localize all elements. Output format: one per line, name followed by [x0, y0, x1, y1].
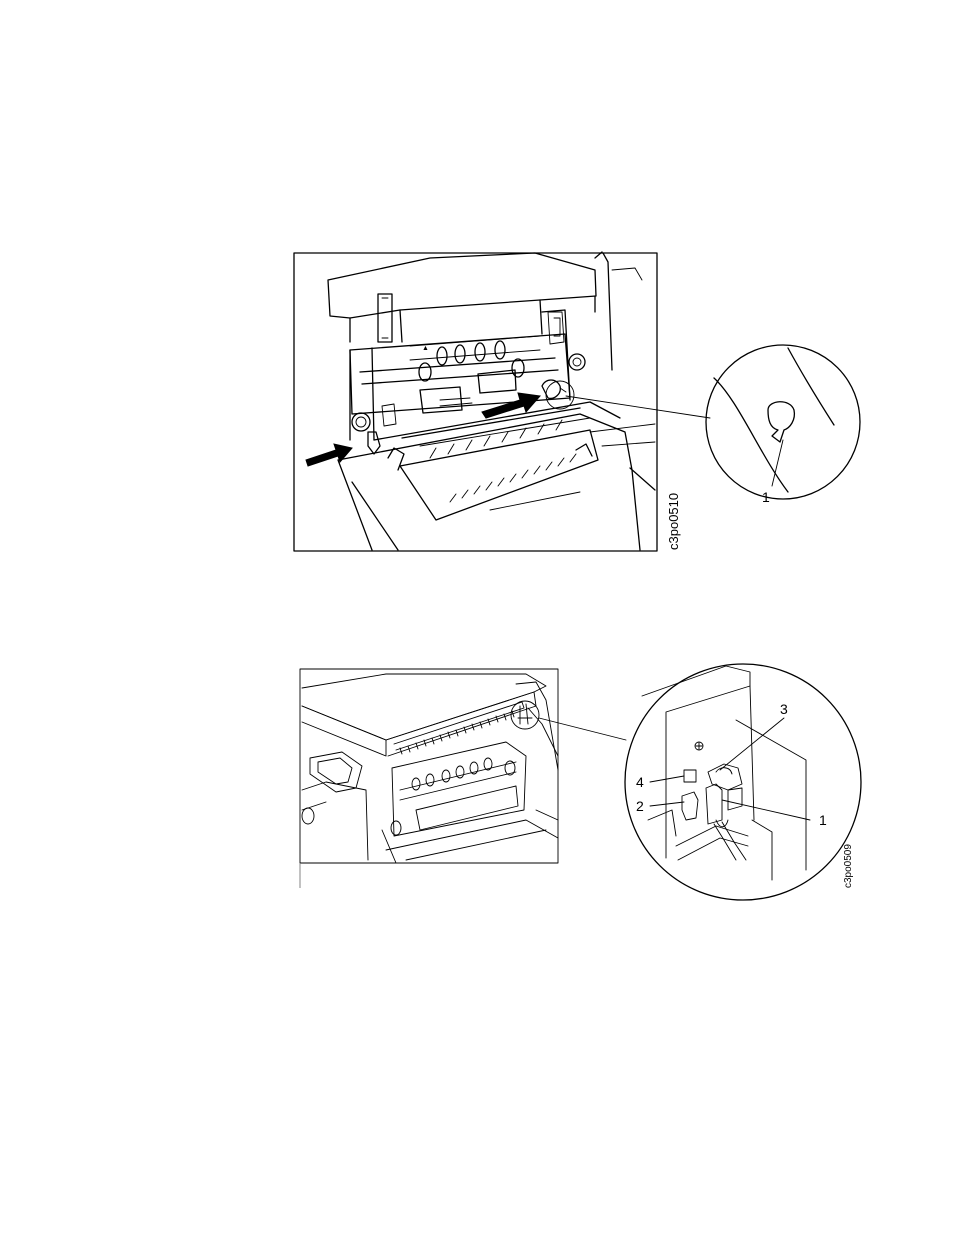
push-arrow-left [306, 444, 352, 466]
connector-part-4 [684, 770, 696, 782]
callout-label-1: 1 [762, 489, 770, 505]
pivot-latch [542, 380, 560, 398]
figure-c3po0510: ▲ [290, 250, 870, 570]
figure2-frame [300, 669, 558, 863]
figure1-id-label: c3po0510 [666, 493, 681, 550]
callout-1-leader [772, 440, 783, 486]
callout-label-3: 3 [780, 701, 788, 717]
callout-2-leader [650, 802, 684, 806]
figure1-illustration: ▲ [290, 250, 870, 570]
connector-part-1 [706, 784, 722, 824]
figure-c3po0509: 3 4 2 1 c3po0509 [296, 660, 876, 900]
tray-ribs-lower [450, 454, 576, 502]
connector-part-2 [682, 792, 698, 820]
keyhole-slot [768, 402, 794, 442]
callout-label-4: 4 [636, 774, 644, 790]
detail-leader-line [566, 396, 710, 418]
figure2-illustration: 3 4 2 1 c3po0509 [296, 660, 876, 900]
right-knob [569, 354, 585, 370]
figure2-id-label: c3po0509 [843, 844, 854, 888]
callout-label-1b: 1 [819, 812, 827, 828]
connector-highlight [511, 701, 539, 729]
callout-label-2: 2 [636, 798, 644, 814]
push-arrow-right [482, 393, 540, 418]
callout-1-leader-2 [722, 800, 810, 820]
roller-row-2 [412, 758, 492, 790]
callout-4-leader [650, 776, 684, 782]
left-knob [352, 413, 370, 431]
detail-magnifier [706, 345, 860, 499]
svg-text:▲: ▲ [422, 345, 429, 352]
detail-magnifier-2 [625, 664, 861, 900]
paper-exit-ribs [400, 711, 514, 754]
